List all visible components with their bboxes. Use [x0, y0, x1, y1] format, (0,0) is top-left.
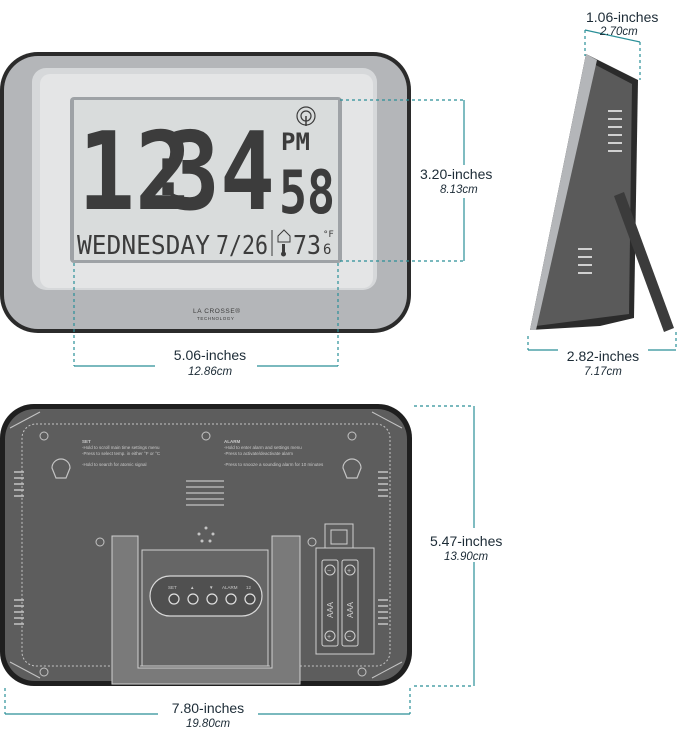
- kickstand: [614, 192, 674, 332]
- display-width-inches: 5.06-inches: [174, 347, 246, 363]
- button-panel: [149, 575, 263, 617]
- screw-holes: [39, 431, 367, 677]
- brand-subtitle: TECHNOLOGY: [197, 316, 235, 321]
- svg-text:−: −: [327, 568, 331, 575]
- alarm-instruction-line2: -Press to activate/deactivate alarm: [224, 451, 293, 456]
- control-buttons: [168, 593, 256, 605]
- back-kickstand: [111, 535, 301, 685]
- display-width-cm: 12.86cm: [188, 366, 233, 378]
- svg-text:+: +: [347, 568, 351, 575]
- svg-text:+: +: [327, 634, 331, 641]
- depth-cm: 2.70cm: [599, 26, 638, 38]
- battery-aaa-icon: [321, 559, 359, 647]
- battery-label-1: AAA: [326, 601, 335, 618]
- button-label-up: ▲: [190, 585, 194, 590]
- battery-polarity-marks: − + + −: [327, 568, 351, 641]
- back-panel: [5, 409, 407, 681]
- lcd-seconds: 58: [279, 158, 335, 228]
- stand-depth-inches: 2.82-inches: [567, 348, 639, 364]
- button-label-set: SET: [168, 585, 177, 590]
- lcd-colon: :: [147, 130, 189, 212]
- alarm-instruction-title: ALARM: [224, 439, 240, 444]
- set-instruction-title: SET: [82, 439, 91, 444]
- display-height-cm: 8.13cm: [440, 184, 478, 196]
- button-label-alarm-12: 12: [246, 585, 252, 590]
- alarm-instruction-line3: -Press to snooze a sounding alarm for 10…: [224, 462, 324, 467]
- side-vents: [14, 471, 388, 625]
- speaker-grille: [186, 480, 224, 506]
- side-dimension-lines: [527, 29, 677, 351]
- depth-inches: 1.06-inches: [586, 9, 658, 25]
- set-instruction-line2: -Press to select temp. in either °F or °…: [82, 451, 161, 456]
- alarm-instruction-line1: -Hold to enter alarm and settings menu: [224, 445, 302, 450]
- back-dimension-lines: [4, 405, 475, 715]
- antenna-signal-icon: [296, 106, 316, 126]
- display-height-inches: 3.20-inches: [420, 166, 492, 182]
- lcd-temperature-decimal: 6: [323, 242, 331, 258]
- lcd-ampm: PM: [281, 128, 310, 156]
- lcd-hours: 12: [78, 110, 192, 235]
- clock-front-view: 12 : 34 PM 58 WEDNESDAY 7/26 73 6 °F LA …: [0, 52, 411, 333]
- set-instruction-line1: -Hold to scroll main time settings menu: [82, 445, 160, 450]
- lcd-day: WEDNESDAY: [77, 231, 210, 261]
- display-width-label-bg: [155, 346, 257, 378]
- brand-logo: LA CROSSE®: [193, 307, 241, 315]
- lcd-date: 7/26: [216, 231, 268, 261]
- wall-mount-hole-left-icon: [51, 458, 71, 479]
- clock-side-view: [530, 54, 674, 332]
- set-instruction-line3: -Hold to search for atomic signal: [82, 462, 147, 467]
- battery-label-2: AAA: [346, 601, 355, 618]
- stand-depth-cm: 7.17cm: [584, 366, 622, 378]
- up-button[interactable]: [187, 593, 199, 605]
- clock-back-view: SET -Hold to scroll main time settings m…: [0, 404, 412, 686]
- back-width-inches: 7.80-inches: [172, 700, 244, 716]
- buzzer-holes: [197, 526, 215, 543]
- battery-latch-tab: [330, 529, 348, 545]
- back-height-inches: 5.47-inches: [430, 533, 502, 549]
- back-width-cm: 19.80cm: [186, 718, 231, 730]
- wall-mount-hole-right-icon: [342, 458, 362, 479]
- back-inner-outline: [21, 423, 391, 667]
- back-height-cm: 13.90cm: [444, 551, 489, 563]
- lcd-minutes: 34: [165, 110, 275, 235]
- battery-door-latch: [324, 523, 354, 548]
- lcd-temperature-unit: °F: [323, 230, 334, 240]
- alarm-button[interactable]: [225, 593, 237, 605]
- svg-text:−: −: [347, 634, 351, 641]
- side-vent-ridges: [578, 110, 622, 274]
- button-label-alarm: ALARM: [222, 585, 238, 590]
- set-button[interactable]: [168, 593, 180, 605]
- lcd-temperature: 73: [293, 231, 321, 261]
- alarm-12-button[interactable]: [244, 593, 256, 605]
- back-corner-details: [9, 411, 403, 679]
- button-label-down: ▼: [209, 585, 213, 590]
- lcd-screen: [74, 100, 338, 260]
- back-width-label-bg: [158, 700, 258, 730]
- home-thermometer-icon: [277, 229, 291, 257]
- down-button[interactable]: [206, 593, 218, 605]
